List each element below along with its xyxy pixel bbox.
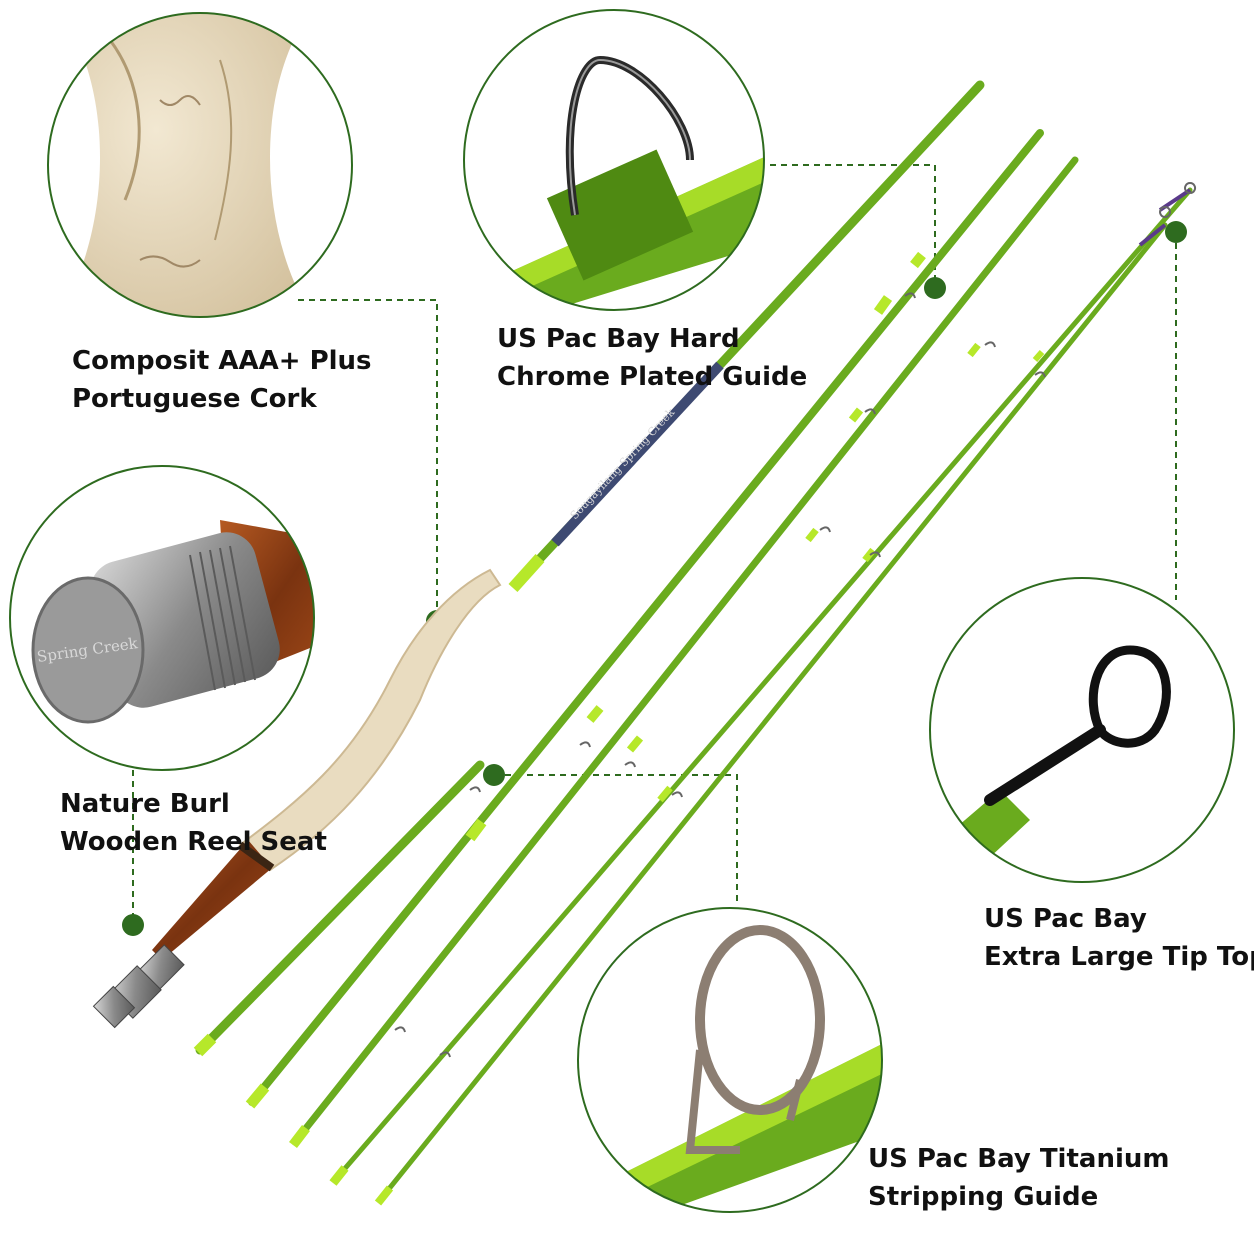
rod-guides [394, 182, 1197, 1058]
reel-seat-dot [122, 914, 144, 936]
chrome-guide-connector [770, 164, 936, 278]
tip-top-closeup-icon [930, 578, 1234, 882]
stripping-guide-closeup-circle [577, 907, 883, 1213]
stripping-guide-closeup-icon [578, 908, 882, 1212]
tip-top-label-line1: US Pac Bay [984, 904, 1147, 934]
rod-section-3 [289, 156, 1079, 1149]
stripping-guide-dot [483, 764, 505, 786]
cork-closeup-circle [47, 12, 353, 318]
reel-seat-label-line2: Wooden Reel Seat [60, 827, 327, 857]
cork-connector [298, 299, 438, 610]
reel-seat-label: Nature Burl Wooden Reel Seat [60, 785, 327, 861]
tip-top-label: US Pac Bay Extra Large Tip Top [984, 900, 1254, 976]
reel-seat-label-line1: Nature Burl [60, 789, 230, 819]
snake-guide-closeup-icon [464, 10, 764, 310]
cork-label-line1: Composit AAA+ Plus [72, 346, 372, 376]
chrome-guide-label-line2: Chrome Plated Guide [497, 362, 808, 392]
tip-top-dot [1165, 221, 1187, 243]
chrome-guide-closeup-circle [463, 9, 765, 311]
cork-grip-closeup-icon [48, 13, 352, 317]
stripping-guide-connector [505, 774, 738, 905]
stripping-guide-label: US Pac Bay Titanium Stripping Guide [868, 1140, 1169, 1216]
chrome-guide-dot [924, 277, 946, 299]
chrome-guide-label-line1: US Pac Bay Hard [497, 324, 740, 354]
tip-top-label-line2: Extra Large Tip Top [984, 942, 1254, 972]
reel-seat-closeup-circle: Spring Creek [9, 465, 315, 771]
rod-section-5-tip [374, 222, 1168, 1206]
cork-label-line2: Portuguese Cork [72, 384, 317, 414]
stripping-guide-label-line1: US Pac Bay Titanium [868, 1144, 1170, 1174]
tip-top-closeup-circle [929, 577, 1235, 883]
blank-text: Sougayilang Spring Creek [568, 406, 678, 522]
cork-label: Composit AAA+ Plus Portuguese Cork [72, 342, 372, 418]
stripping-guide-label-line2: Stripping Guide [868, 1182, 1099, 1212]
chrome-guide-label: US Pac Bay Hard Chrome Plated Guide [497, 320, 807, 396]
